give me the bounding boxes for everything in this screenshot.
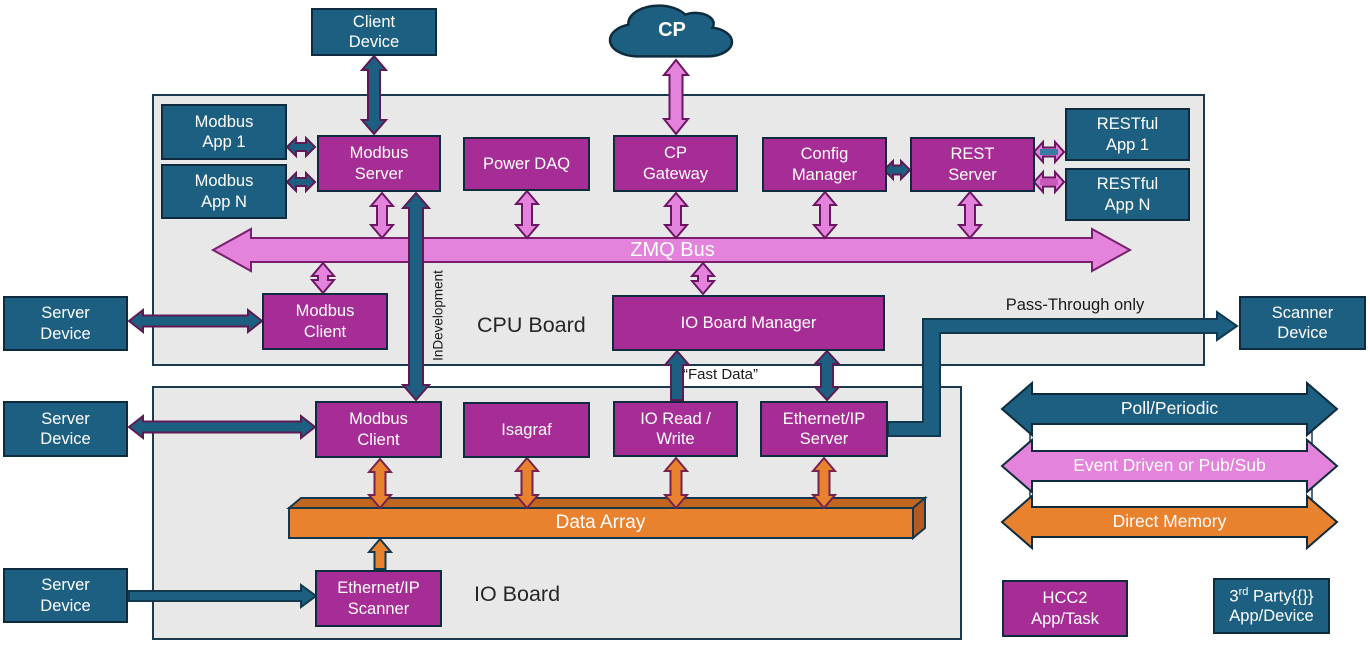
server-device-3-label: Server Device bbox=[40, 576, 91, 615]
io-board-manager-label: IO Board Manager bbox=[680, 313, 817, 332]
ethernet-ip-server-box: Ethernet/IP Server bbox=[760, 401, 888, 457]
in-development-label: InDevelopment bbox=[430, 270, 446, 361]
power-daq-box: Power DAQ bbox=[463, 137, 590, 191]
restful-app-1-box: RESTful App 1 bbox=[1065, 108, 1190, 161]
ethernet-ip-scanner-label: Ethernet/IP Scanner bbox=[337, 579, 420, 618]
client-device-box: Client Device bbox=[311, 8, 437, 56]
zmq-bus-label: ZMQ Bus bbox=[630, 239, 715, 261]
fast-data-label: “Fast Data” bbox=[683, 366, 759, 383]
power-daq-label: Power DAQ bbox=[482, 154, 571, 173]
server-device-1-label: Server Device bbox=[40, 304, 91, 343]
server-device-1-box: Server Device bbox=[3, 296, 128, 351]
cp-cloud-label: CP bbox=[658, 19, 686, 41]
io-read-write-label: IO Read / Write bbox=[640, 409, 711, 448]
ethernet-ip-server-label: Ethernet/IP Server bbox=[782, 409, 866, 448]
legend-event-label: Event Driven or Pub/Sub bbox=[1073, 455, 1266, 475]
modbus-client-io-label: Modbus Client bbox=[349, 410, 408, 449]
client-device-label: Client Device bbox=[348, 12, 400, 51]
config-manager-box: Config Manager bbox=[762, 137, 887, 192]
modbus-app-1-box: Modbus App 1 bbox=[161, 104, 287, 160]
config-manager-label: Config Manager bbox=[791, 145, 858, 184]
restful-app-n-label: RESTful App N bbox=[1096, 175, 1159, 214]
rest-server-label: REST Server bbox=[948, 145, 997, 184]
restful-app-n-box: RESTful App N bbox=[1065, 168, 1190, 221]
modbus-app-n-label: Modbus App N bbox=[194, 172, 254, 211]
data-array-label: Data Array bbox=[555, 512, 646, 533]
cp-gateway-box: CP Gateway bbox=[613, 135, 738, 192]
pass-through-label: Pass-Through only bbox=[1005, 296, 1145, 314]
legend-third-party-box: 3rd Party{{}}App/Device bbox=[1213, 578, 1330, 634]
cp-gateway-label: CP Gateway bbox=[642, 144, 709, 183]
legend-hcc2-box: HCC2 App/Task bbox=[1002, 580, 1128, 637]
modbus-app-1-label: Modbus App 1 bbox=[194, 112, 254, 151]
modbus-client-cpu-box: Modbus Client bbox=[262, 293, 388, 350]
restful-app-1-label: RESTful App 1 bbox=[1096, 115, 1159, 154]
io-board-label: IO Board bbox=[474, 582, 561, 606]
modbus-client-io-box: Modbus Client bbox=[315, 401, 442, 458]
isagraf-label: Isagraf bbox=[501, 420, 552, 439]
modbus-client-cpu-label: Modbus Client bbox=[295, 302, 355, 341]
scanner-device-box: Scanner Device bbox=[1239, 296, 1366, 350]
server-device-2-label: Server Device bbox=[40, 409, 91, 448]
server-device-3-box: Server Device bbox=[3, 568, 128, 623]
modbus-server-box: Modbus Server bbox=[317, 135, 441, 192]
rest-server-box: REST Server bbox=[910, 137, 1035, 192]
legend-direct-label: Direct Memory bbox=[1112, 511, 1227, 531]
legend-poll-label: Poll/Periodic bbox=[1120, 398, 1219, 418]
legend-spacer-2 bbox=[1029, 478, 1313, 510]
legend-hcc2-label: HCC2 App/Task bbox=[1031, 589, 1099, 628]
scanner-device-label: Scanner Device bbox=[1271, 303, 1334, 342]
modbus-app-n-box: Modbus App N bbox=[161, 164, 287, 219]
isagraf-box: Isagraf bbox=[463, 402, 590, 458]
io-board-manager-box: IO Board Manager bbox=[612, 295, 885, 351]
server-device-2-box: Server Device bbox=[3, 401, 128, 457]
legend-third-party-label: 3rd Party{{}}App/Device bbox=[1229, 585, 1314, 626]
ethernet-ip-scanner-box: Ethernet/IP Scanner bbox=[315, 570, 442, 627]
modbus-server-label: Modbus Server bbox=[349, 144, 409, 183]
io-read-write-box: IO Read / Write bbox=[613, 401, 738, 457]
legend-spacer-1 bbox=[1029, 422, 1313, 454]
cpu-board-label: CPU Board bbox=[477, 313, 586, 337]
